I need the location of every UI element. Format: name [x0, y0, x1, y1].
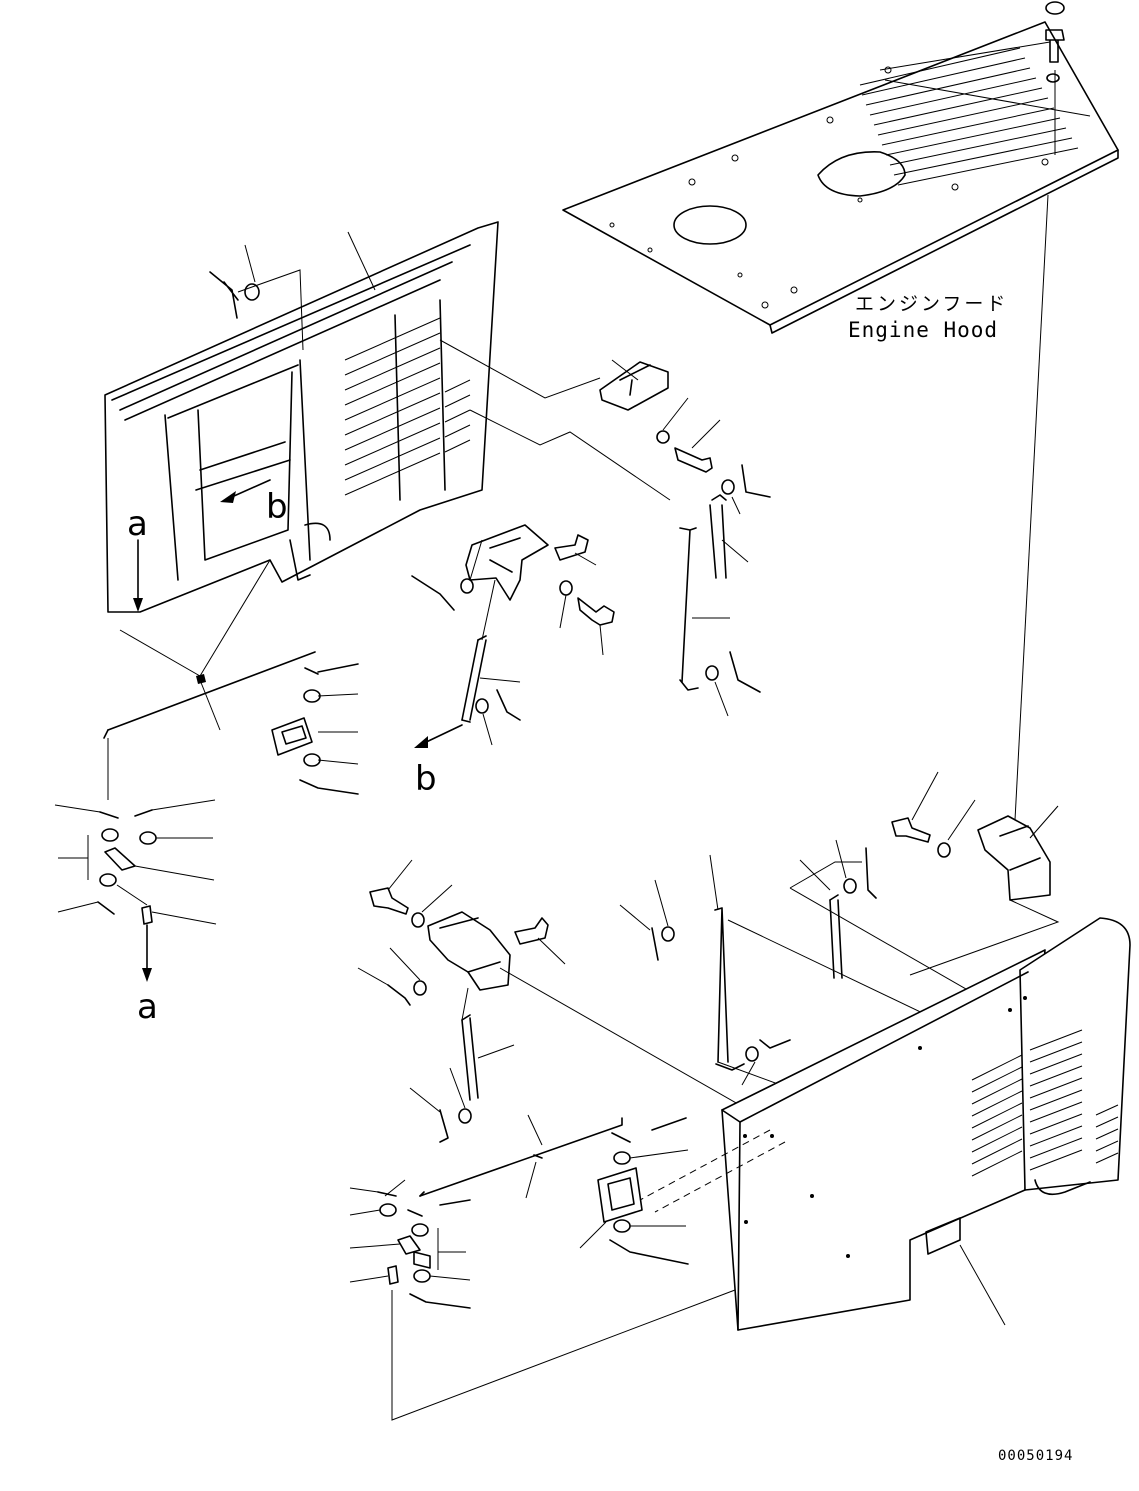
drawing-number: 00050194 — [998, 1448, 1073, 1464]
latch-handle-left — [271, 717, 313, 756]
engine-hood-vent-slots — [859, 41, 1091, 186]
latch-handle-lower — [579, 1167, 643, 1249]
cotter-pin-washer-7 — [619, 879, 675, 961]
lock-assembly-lower — [349, 1179, 736, 1421]
engine-hood-opening-square — [817, 151, 906, 197]
cotter-pin-washer-6 — [835, 839, 877, 899]
cotter-pin-washer-9 — [357, 947, 427, 1006]
gas-spring-middle — [461, 635, 521, 723]
washer-icon — [656, 430, 670, 444]
hinge-bracket-upper — [599, 359, 669, 411]
cotter-pin-washer-1 — [209, 244, 304, 351]
washer-icon — [559, 580, 573, 596]
hinge-bracket-lower-left — [427, 911, 511, 991]
pin-lower-left — [514, 917, 566, 965]
cotter-pin-washer-5 — [475, 689, 521, 746]
engine-hood-label-jp: エンジンフード — [855, 293, 1008, 315]
bolt-icon — [891, 771, 939, 843]
lock-assembly-left — [54, 738, 217, 925]
latch-hardware-left — [299, 663, 359, 795]
bolt-icon — [369, 859, 413, 915]
bolt-icon — [577, 597, 615, 656]
engine-hood-bolt-holes — [609, 66, 1049, 309]
engine-hood-panel — [562, 1, 1119, 334]
cotter-pin-washer-8 — [741, 1039, 791, 1086]
cotter-pin-washer-4 — [411, 539, 483, 611]
right-door-holes — [743, 996, 1027, 1258]
cotter-pin-washer-2 — [721, 464, 771, 515]
view-marker-b-bottom: b — [415, 759, 437, 799]
bolt-icon — [674, 419, 721, 473]
hinge-bracket-lower-right — [977, 805, 1059, 901]
view-marker-a-top: a — [127, 504, 148, 544]
washer-icon — [411, 912, 425, 928]
pin-middle — [554, 534, 597, 566]
washer-icon — [937, 842, 951, 858]
hood-bolt-icon — [1045, 1, 1065, 155]
latch-rod-lower — [419, 1114, 623, 1199]
hinge-bracket-middle — [465, 524, 549, 601]
engine-hood-label-en: Engine Hood — [848, 318, 998, 342]
gas-spring-upper-right — [709, 494, 749, 579]
left-door-vent-slots — [344, 317, 471, 496]
support-rod-right — [679, 527, 730, 691]
gas-spring-lower-right — [799, 859, 843, 979]
latch-hardware-lower — [609, 1117, 689, 1265]
latch-rod-left — [103, 651, 316, 739]
cotter-pin-washer-10 — [409, 1067, 472, 1143]
right-door-vent-slots — [971, 1029, 1119, 1177]
gas-spring-lower-left — [461, 1014, 515, 1101]
right-side-door — [639, 917, 1131, 1331]
view-marker-a-bottom: a — [137, 987, 158, 1027]
view-marker-b-top: b — [266, 487, 288, 527]
left-side-door — [104, 221, 499, 613]
cotter-pin-washer-3 — [705, 651, 761, 717]
engine-hood-opening-round — [673, 205, 747, 245]
